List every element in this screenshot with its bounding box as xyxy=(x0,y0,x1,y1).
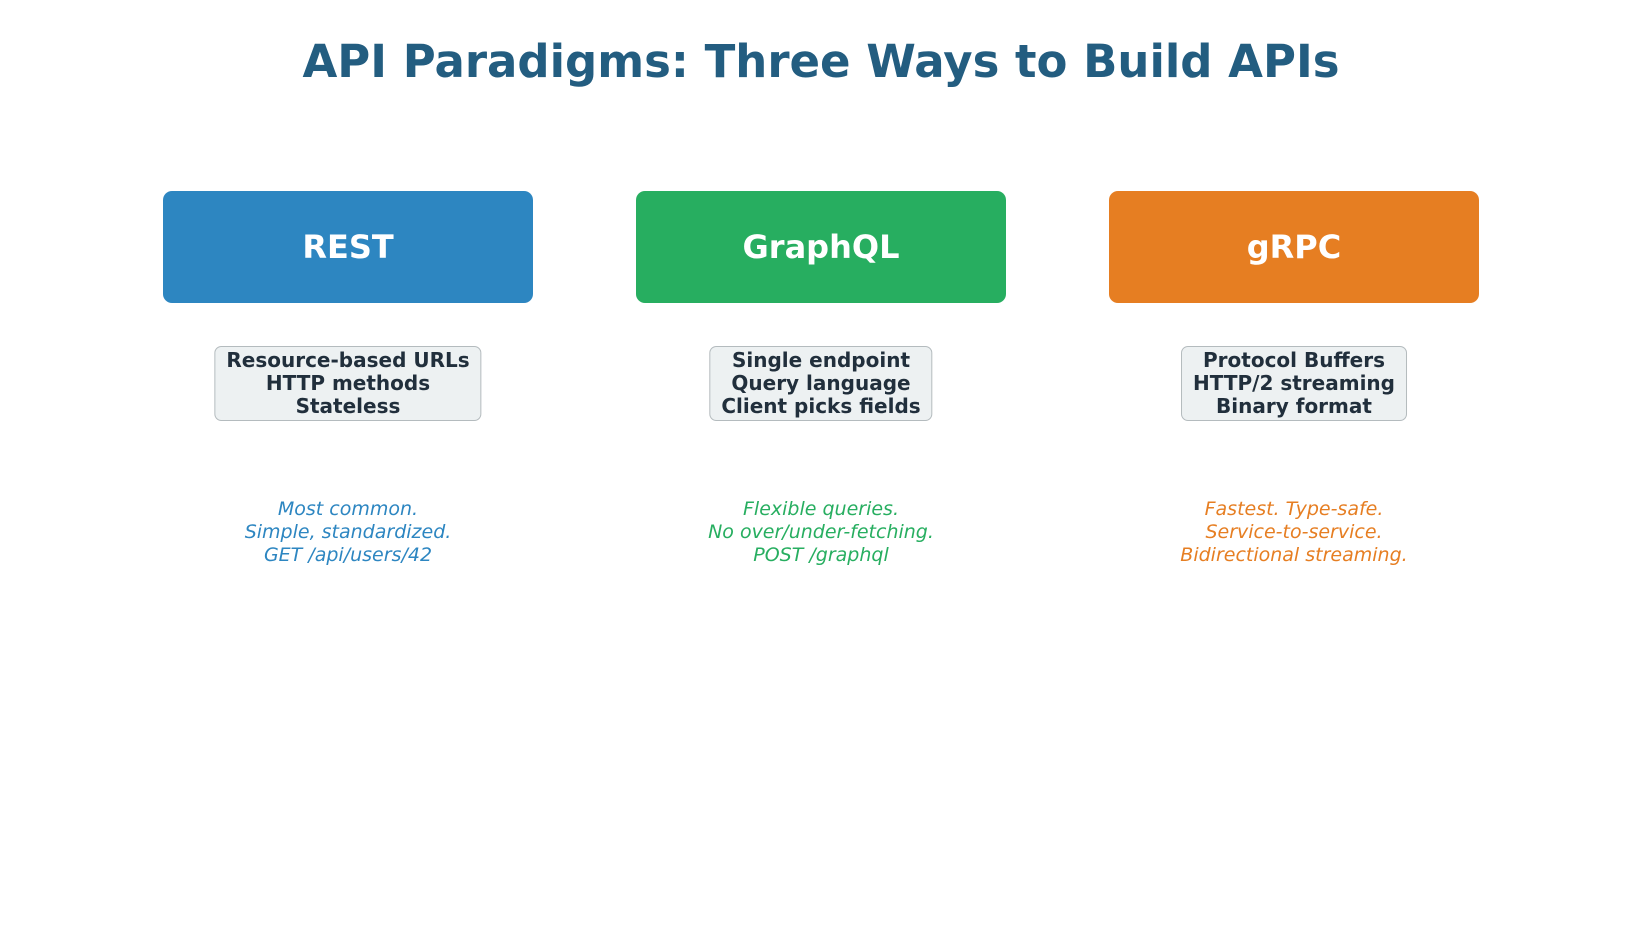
graphql-feature-box: Single endpoint Query language Client pi… xyxy=(709,346,933,421)
rest-note-line-3: GET /api/users/42 xyxy=(263,544,433,566)
rest-feature-box: Resource-based URLs HTTP methods Statele… xyxy=(214,346,482,421)
graphql-feature-line-2: Query language xyxy=(731,371,911,395)
grpc-column: gRPC Protocol Buffers HTTP/2 streaming B… xyxy=(1109,191,1479,611)
graphql-header-label: GraphQL xyxy=(742,228,900,266)
page-title: API Paradigms: Three Ways to Build APIs xyxy=(302,35,1340,88)
rest-feature-line-3: Stateless xyxy=(295,394,401,418)
grpc-feature-line-1: Protocol Buffers xyxy=(1203,348,1385,372)
graphql-note-line-3: POST /graphql xyxy=(753,544,889,566)
graphql-feature-line-3: Client picks fields xyxy=(721,394,921,418)
grpc-feature-line-2: HTTP/2 streaming xyxy=(1193,371,1395,395)
grpc-note-line-3: Bidirectional streaming. xyxy=(1180,544,1408,566)
graphql-notes: Flexible queries. No over/under-fetching… xyxy=(636,498,1006,567)
grpc-header-label: gRPC xyxy=(1246,228,1342,266)
rest-note-line-1: Most common. xyxy=(277,498,419,520)
grpc-feature-line-3: Binary format xyxy=(1216,394,1372,418)
grpc-header-box: gRPC xyxy=(1109,191,1479,303)
rest-header-box: REST xyxy=(163,191,533,303)
grpc-note-line-2: Service-to-service. xyxy=(1205,521,1383,543)
grpc-feature-box: Protocol Buffers HTTP/2 streaming Binary… xyxy=(1181,346,1407,421)
graphql-header-box: GraphQL xyxy=(636,191,1006,303)
graphql-feature-line-1: Single endpoint xyxy=(731,348,911,372)
grpc-note-line-1: Fastest. Type-safe. xyxy=(1204,498,1384,520)
grpc-notes: Fastest. Type-safe. Service-to-service. … xyxy=(1109,498,1479,567)
rest-note-line-2: Simple, standardized. xyxy=(244,521,452,543)
graphql-column: GraphQL Single endpoint Query language C… xyxy=(636,191,1006,611)
rest-header-label: REST xyxy=(302,228,394,266)
rest-feature-line-1: Resource-based URLs xyxy=(226,348,470,372)
graphql-note-line-1: Flexible queries. xyxy=(743,498,899,520)
rest-notes: Most common. Simple, standardized. GET /… xyxy=(163,498,533,567)
rest-feature-line-2: HTTP methods xyxy=(265,371,431,395)
rest-column: REST Resource-based URLs HTTP methods St… xyxy=(163,191,533,611)
graphql-note-line-2: No over/under-fetching. xyxy=(708,521,934,543)
